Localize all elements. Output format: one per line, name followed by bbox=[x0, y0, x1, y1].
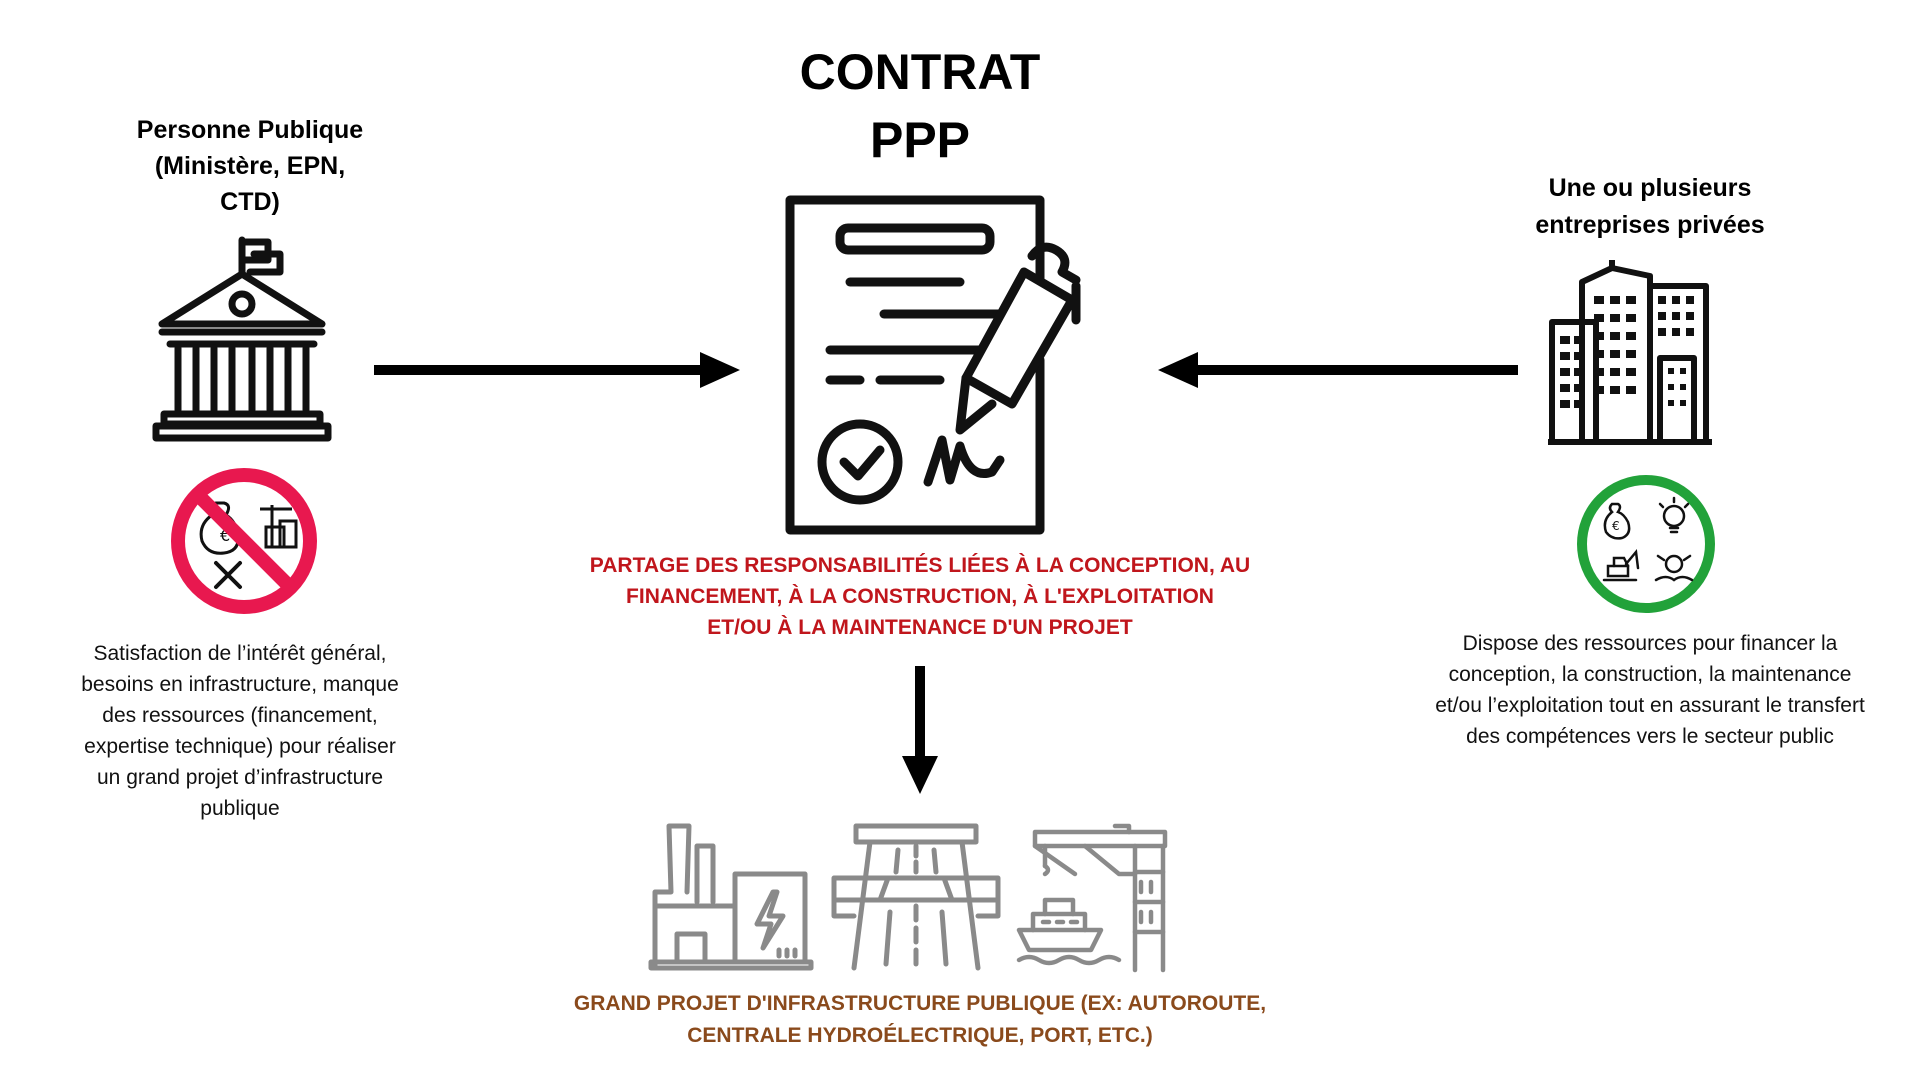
public-entity-heading-line: CTD) bbox=[220, 188, 280, 216]
arrow-companies-to-contract bbox=[1158, 352, 1518, 388]
private-companies-description-line: Dispose des ressources pour financer la bbox=[1462, 632, 1838, 655]
public-entity-description-line: expertise technique) pour réaliser bbox=[84, 735, 396, 758]
private-companies-description-line: et/ou l’exploitation tout en assurant le… bbox=[1435, 694, 1865, 717]
responsibility-sharing-line: FINANCEMENT, À LA CONSTRUCTION, À L'EXPL… bbox=[626, 585, 1214, 608]
diagram-title: CONTRAT PPP bbox=[760, 38, 1080, 174]
public-entity-heading-line: (Ministère, EPN, bbox=[154, 152, 346, 180]
public-entity-description-line: publique bbox=[200, 797, 280, 820]
power-plant-icon bbox=[648, 823, 814, 971]
private-companies-heading-line: entreprises privées bbox=[1535, 211, 1765, 239]
government-building-icon bbox=[152, 236, 332, 442]
title-line-2: PPP bbox=[869, 112, 971, 168]
resources-available-icon: € bbox=[1577, 475, 1715, 613]
public-entity-description: Satisfaction de l’intérêt général, besoi… bbox=[40, 638, 440, 824]
responsibility-sharing-text: PARTAGE DES RESPONSABILITÉS LIÉES À LA C… bbox=[560, 550, 1280, 643]
public-entity-description-line: un grand projet d’infrastructure bbox=[97, 766, 383, 789]
infrastructure-project-line: CENTRALE HYDROÉLECTRIQUE, PORT, ETC.) bbox=[687, 1024, 1153, 1047]
responsibility-sharing-line: ET/OU À LA MAINTENANCE D'UN PROJET bbox=[707, 616, 1133, 639]
svg-text:€: € bbox=[1612, 519, 1620, 533]
private-companies-description-line: des compétences vers le secteur public bbox=[1466, 725, 1834, 748]
title-line-1: CONTRAT bbox=[799, 44, 1041, 100]
highway-icon bbox=[831, 823, 1001, 971]
infrastructure-project-line: GRAND PROJET D'INFRASTRUCTURE PUBLIQUE (… bbox=[573, 992, 1267, 1015]
public-entity-heading: Personne Publique (Ministère, EPN, CTD) bbox=[90, 112, 410, 220]
public-entity-description-line: des ressources (financement, bbox=[102, 704, 378, 727]
public-entity-description-line: Satisfaction de l’intérêt général, bbox=[93, 642, 387, 665]
public-entity-description-line: besoins en infrastructure, manque bbox=[81, 673, 399, 696]
office-buildings-icon bbox=[1548, 260, 1712, 445]
no-resources-icon: € bbox=[171, 468, 317, 614]
svg-text:€: € bbox=[220, 526, 230, 545]
private-companies-heading-line: Une ou plusieurs bbox=[1548, 174, 1752, 202]
arrow-contract-to-project bbox=[902, 666, 938, 794]
private-companies-description-line: conception, la construction, la maintena… bbox=[1448, 663, 1852, 686]
responsibility-sharing-line: PARTAGE DES RESPONSABILITÉS LIÉES À LA C… bbox=[589, 554, 1251, 577]
arrow-public-to-contract bbox=[374, 352, 740, 388]
port-crane-icon bbox=[1016, 823, 1168, 973]
contract-signature-icon bbox=[785, 195, 1081, 535]
private-companies-heading: Une ou plusieurs entreprises privées bbox=[1490, 170, 1810, 244]
infrastructure-project-text: GRAND PROJET D'INFRASTRUCTURE PUBLIQUE (… bbox=[540, 988, 1300, 1052]
public-entity-heading-line: Personne Publique bbox=[136, 116, 364, 144]
private-companies-description: Dispose des ressources pour financer la … bbox=[1390, 628, 1910, 752]
